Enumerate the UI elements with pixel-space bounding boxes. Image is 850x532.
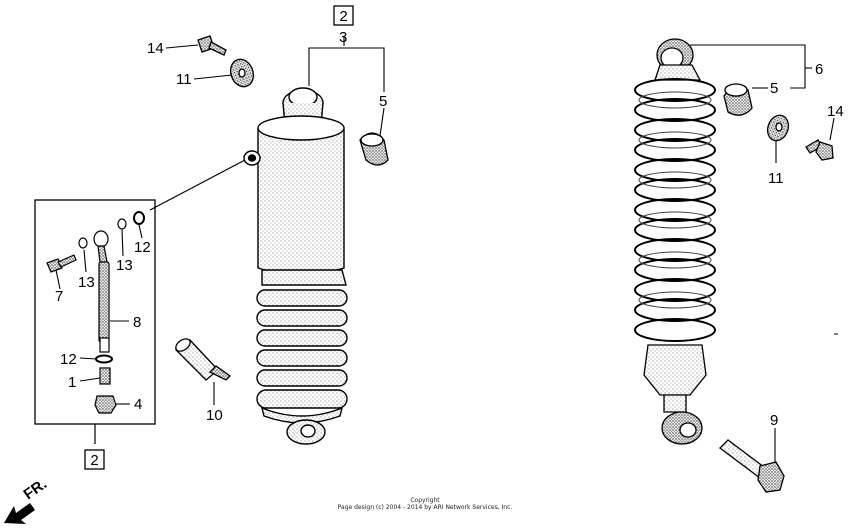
bolt-9 [719, 439, 785, 493]
part-labels: 3 5 11 14 6 5 11 14 9 10 7 13 13 12 8 12… [55, 29, 844, 429]
leader-lines [55, 36, 835, 462]
hose-parts [46, 211, 145, 414]
bolt-right [805, 139, 834, 161]
label-14-right: 14 [827, 103, 844, 120]
label-12-lower: 12 [60, 351, 77, 368]
label-6: 6 [815, 61, 823, 78]
arrow-icon [4, 503, 35, 524]
washer-left [229, 58, 255, 88]
label-5-right: 5 [770, 80, 778, 97]
right-shock-with-spring [634, 38, 716, 445]
label-12-upper: 12 [134, 239, 151, 256]
label-10: 10 [206, 407, 223, 424]
hose-assembly-box [34, 159, 246, 444]
washer-right [766, 114, 790, 142]
label-13-left: 13 [78, 274, 95, 291]
bushing-right [723, 83, 753, 116]
copyright-line-2: Page design (c) 2004 - 2014 by ARI Netwo… [337, 504, 513, 511]
label-11-left: 11 [176, 71, 192, 88]
bushing-left [359, 132, 389, 166]
left-shock-absorber [243, 87, 348, 445]
shaft-10 [174, 338, 232, 381]
reference-box-top: 2 [333, 5, 354, 26]
svg-text:2: 2 [339, 8, 347, 25]
svg-text:2: 2 [90, 452, 98, 469]
label-5-left: 5 [379, 93, 387, 110]
label-9: 9 [770, 412, 778, 429]
label-11-right: 11 [768, 170, 784, 187]
label-14-left: 14 [147, 40, 164, 57]
label-7: 7 [55, 288, 63, 305]
copyright-line-1: Copyright [410, 497, 440, 504]
label-1: 1 [68, 374, 76, 391]
bolt-left [197, 35, 227, 56]
label-4: 4 [134, 396, 142, 413]
reference-box-bottom: 2 [84, 449, 105, 470]
label-3: 3 [339, 29, 347, 46]
label-8: 8 [133, 314, 141, 331]
label-13-right: 13 [116, 257, 133, 274]
